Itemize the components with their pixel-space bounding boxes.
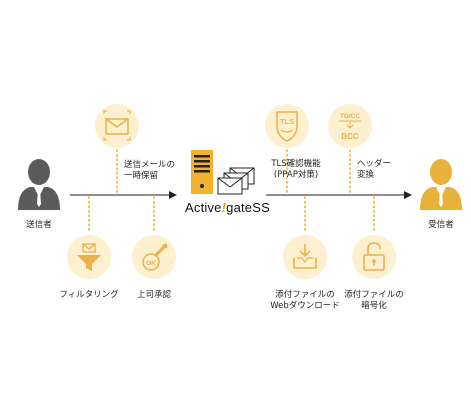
product-name-part1: Active bbox=[185, 200, 222, 215]
sender-label: 送信者 bbox=[26, 220, 52, 230]
encrypt-label: 添付ファイルの 暗号化 bbox=[344, 290, 404, 312]
product-name-mark: ! bbox=[221, 200, 227, 215]
sender-person-icon bbox=[18, 159, 60, 210]
tls-shield-icon: TLS bbox=[265, 104, 309, 148]
encrypt-label-line1: 添付ファイルの bbox=[344, 290, 404, 300]
tls-label-line1: TLS確認機能 bbox=[271, 159, 321, 169]
tls-label: TLS確認機能 (PPAP対策) bbox=[271, 159, 320, 181]
svg-text:OK: OK bbox=[146, 260, 156, 267]
encrypt-lock-icon bbox=[352, 235, 396, 279]
web-download-label: 添付ファイルの Webダウンロード bbox=[270, 290, 340, 312]
dotted-connectors bbox=[88, 149, 375, 233]
approve-label: 上司承認 bbox=[136, 290, 172, 300]
bcc-icon-text: BCC bbox=[341, 132, 359, 141]
header-label-line1: ヘッダー bbox=[357, 159, 392, 169]
header-label: ヘッダー 変換 bbox=[357, 159, 391, 181]
to-cc-icon-text: TO/CC bbox=[340, 113, 360, 120]
hold-mail-icon bbox=[95, 104, 139, 148]
hold-label-line1: 送信メールの bbox=[124, 160, 176, 170]
receiver-label: 受信者 bbox=[428, 220, 454, 230]
to-cc-bcc-icon: TO/CC BCC bbox=[328, 104, 372, 148]
filter-icon bbox=[67, 235, 111, 279]
web-download-label-line2: Webダウンロード bbox=[270, 301, 340, 311]
web-download-label-line1: 添付ファイルの bbox=[275, 290, 335, 300]
tls-icon-text: TLS bbox=[280, 117, 294, 126]
tls-label-line2: (PPAP対策) bbox=[273, 170, 319, 180]
approve-stamp-icon: OK bbox=[132, 235, 176, 279]
header-label-line2: 変換 bbox=[357, 170, 375, 180]
hold-label-line2: 一時保留 bbox=[124, 171, 159, 181]
product-name-part2: gateSS bbox=[226, 200, 270, 215]
encrypt-label-line2: 暗号化 bbox=[361, 301, 387, 311]
receiver-person-icon bbox=[420, 159, 462, 210]
hold-label: 送信メールの 一時保留 bbox=[124, 160, 175, 182]
web-download-icon bbox=[283, 235, 327, 279]
product-logo: Active!gateSS bbox=[185, 200, 270, 215]
envelope-stack-icon bbox=[217, 167, 255, 195]
filter-label: フィルタリング bbox=[59, 290, 119, 300]
server-icon bbox=[191, 150, 213, 194]
